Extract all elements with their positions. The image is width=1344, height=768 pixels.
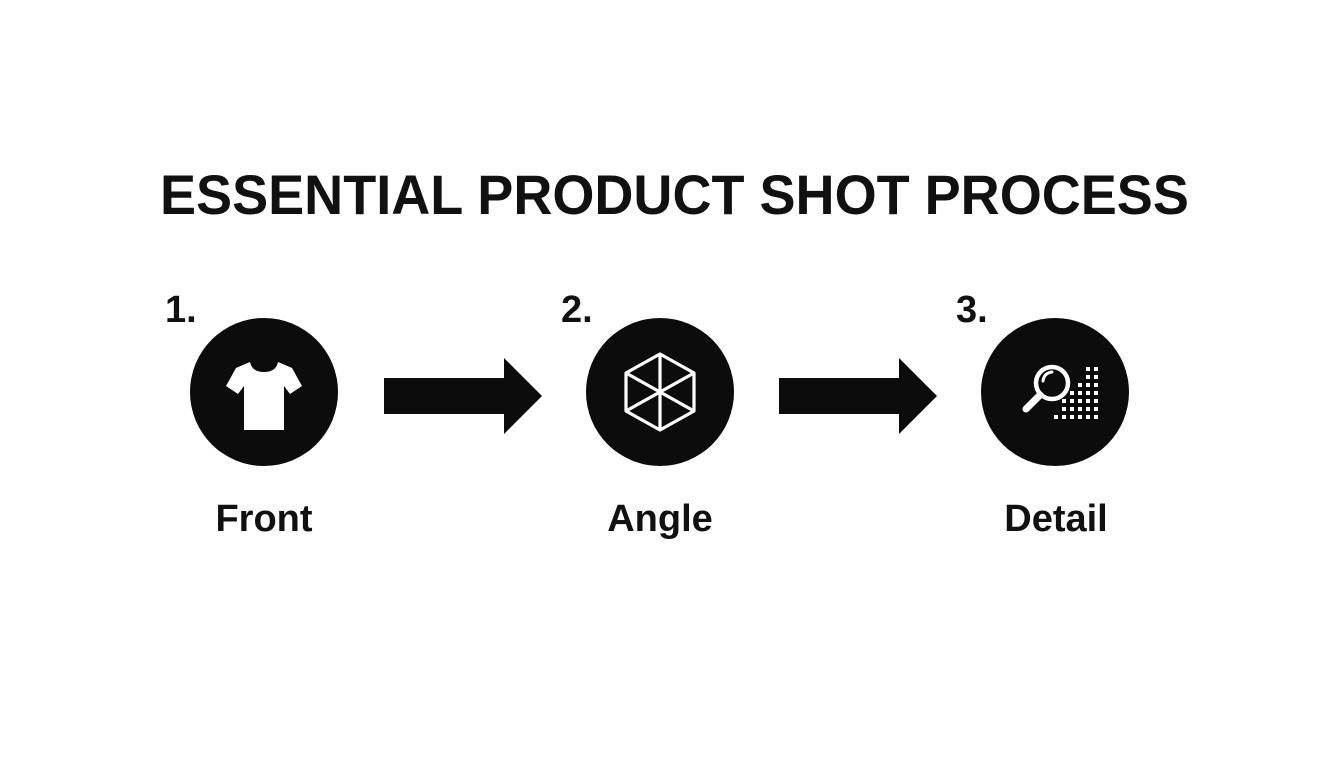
step-icon-circle	[190, 318, 338, 466]
step-number: 3.	[956, 289, 988, 331]
right-arrow-icon	[384, 358, 542, 434]
step-label: Detail	[1004, 498, 1108, 540]
magnifier-icon	[1022, 364, 1098, 419]
step-number: 2.	[561, 289, 593, 331]
right-arrow-icon	[779, 358, 937, 434]
t-shirt-icon	[226, 358, 302, 430]
step-label: Angle	[607, 498, 713, 540]
step-number: 1.	[165, 289, 197, 331]
step-icon-circle	[586, 318, 734, 466]
diagram-title: ESSENTIAL PRODUCT SHOT PROCESS	[160, 163, 1189, 226]
cube-icon	[624, 352, 696, 432]
step-label: Front	[215, 498, 313, 540]
step-icon-circle	[981, 318, 1129, 466]
